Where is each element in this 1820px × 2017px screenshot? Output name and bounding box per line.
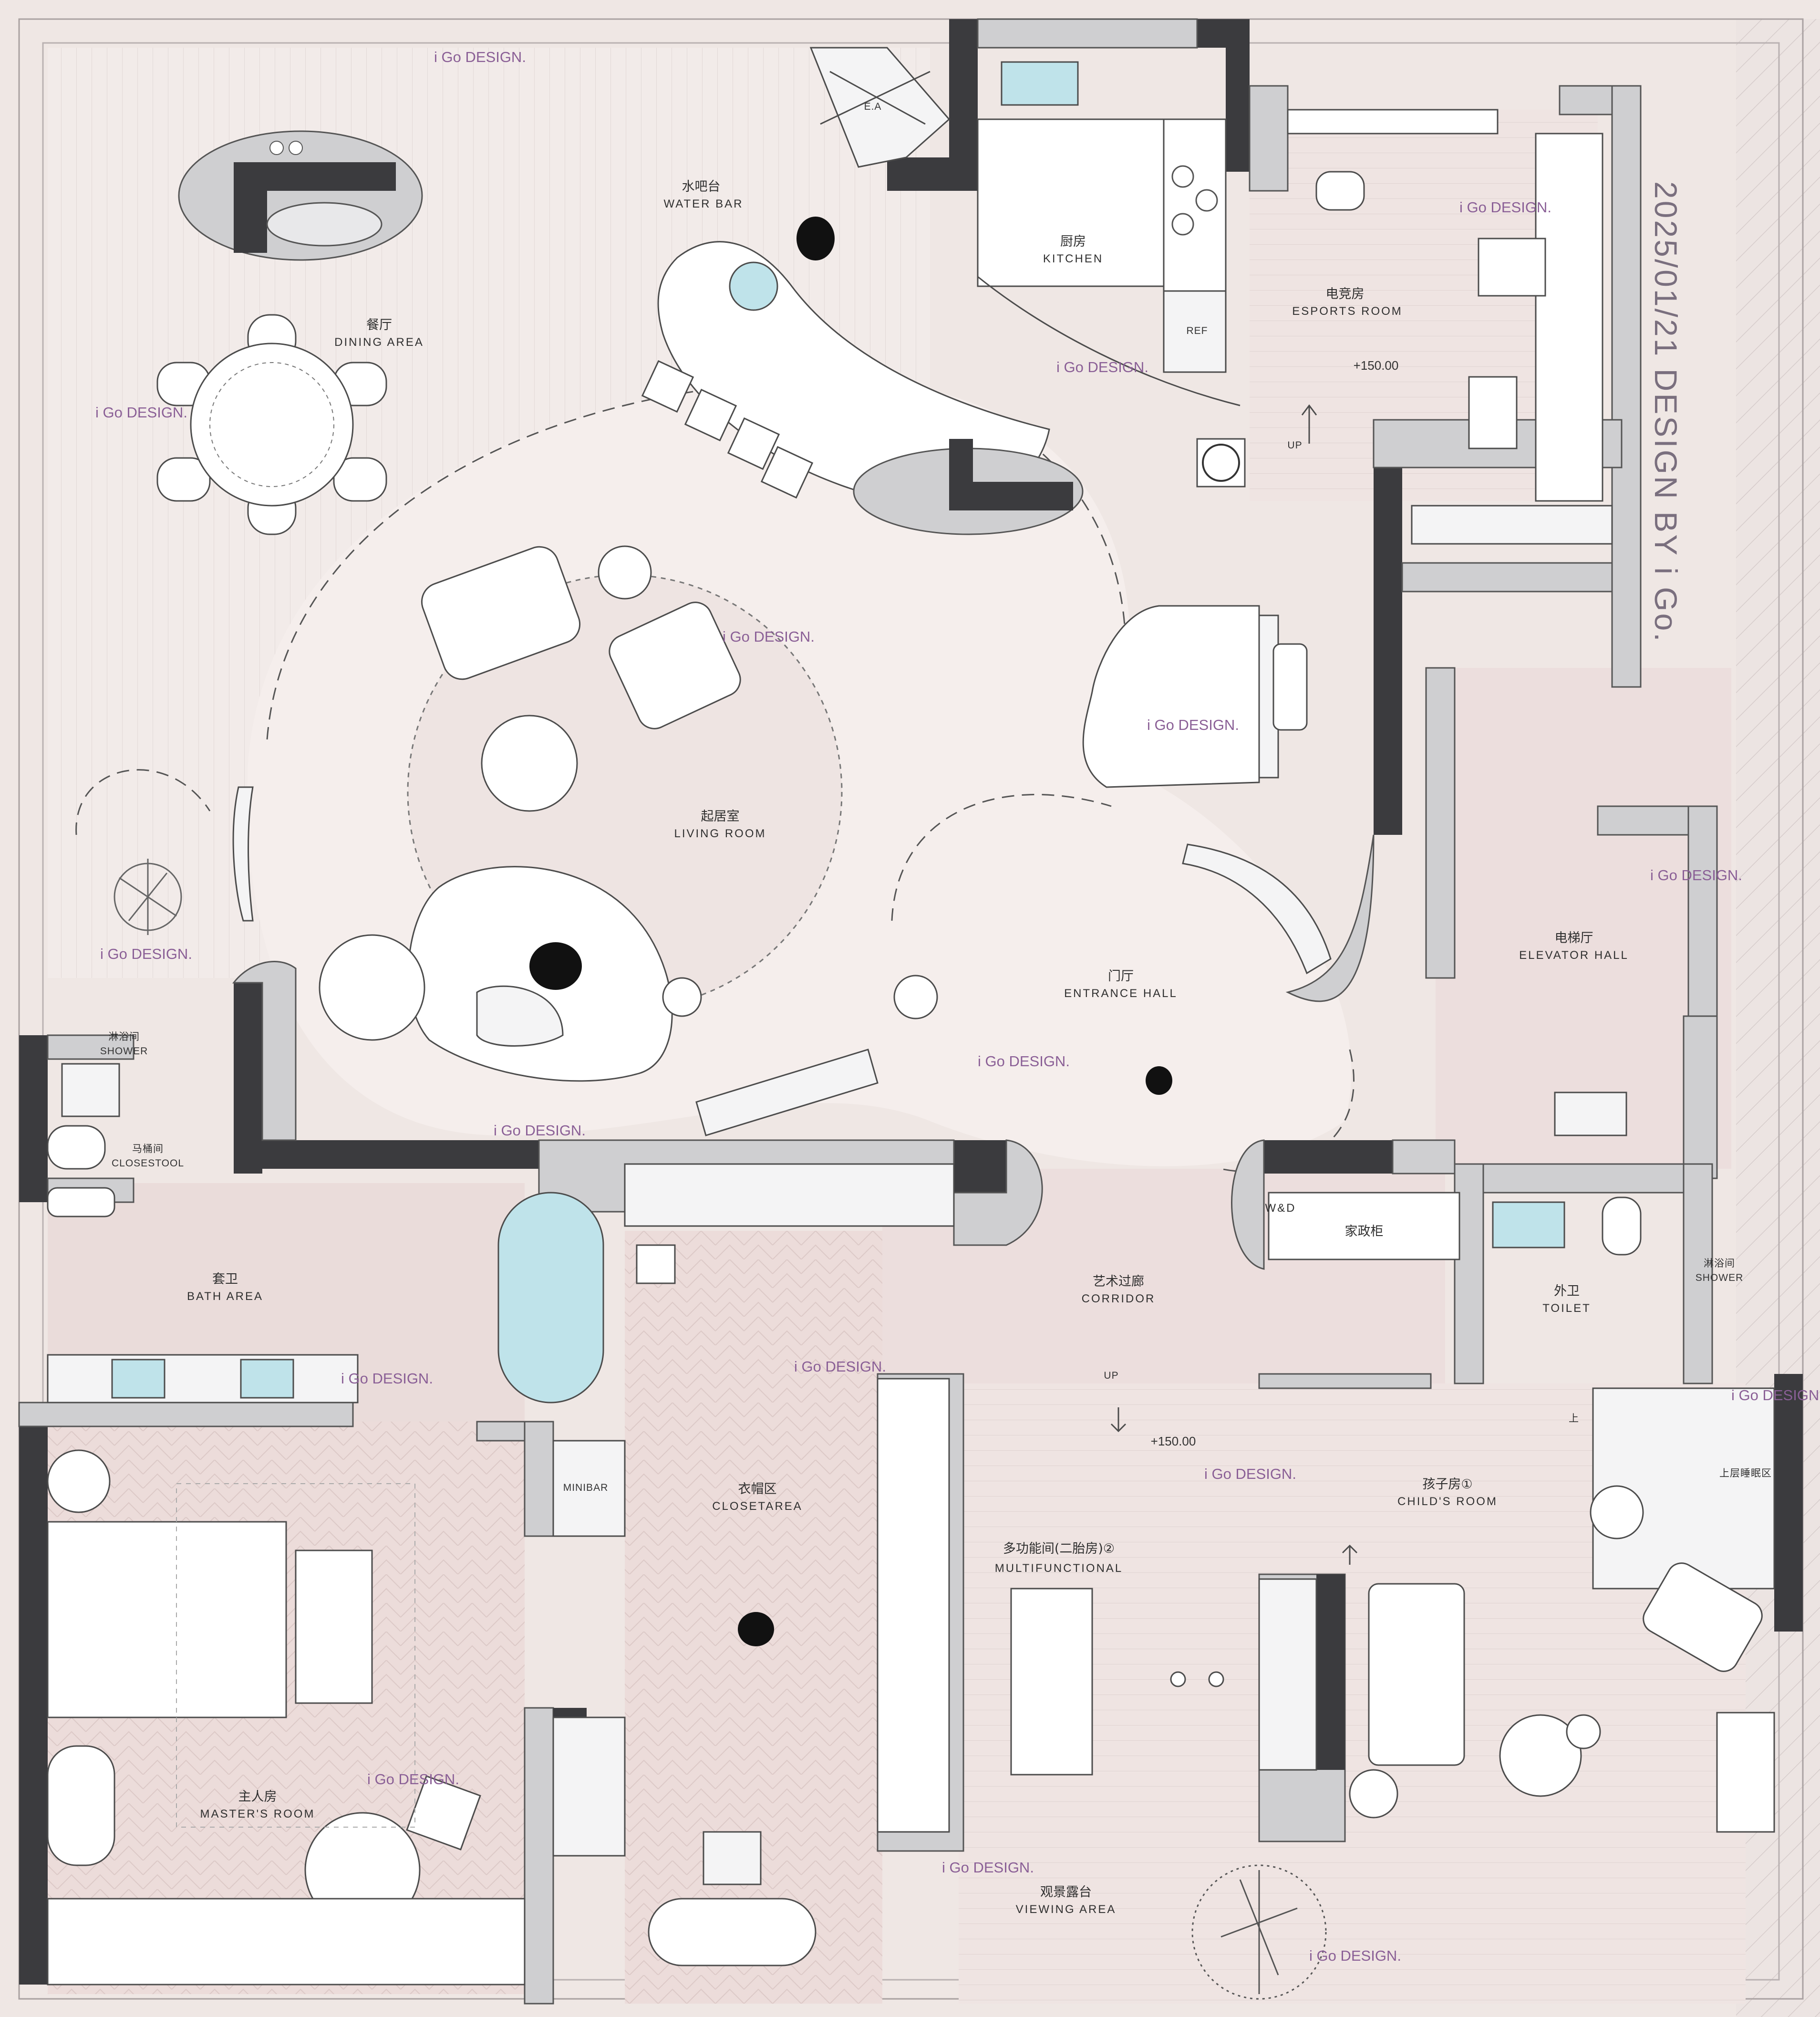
elevator-label-cn: 电梯厅 bbox=[1555, 931, 1593, 946]
closestool-label-en: CLOSESTOOL bbox=[112, 1158, 184, 1169]
toilet-fixtures bbox=[1268, 1092, 1642, 1260]
multi-furniture bbox=[1010, 1588, 1224, 1776]
svg-text:i Go DESIGN.: i Go DESIGN. bbox=[100, 946, 192, 962]
child-label-en: CHILD'S ROOM bbox=[1397, 1495, 1498, 1508]
svg-text:i Go DESIGN.: i Go DESIGN. bbox=[1309, 1947, 1401, 1964]
svg-text:i Go DESIGN.: i Go DESIGN. bbox=[434, 49, 526, 65]
dining-label-cn: 餐厅 bbox=[366, 318, 392, 333]
shower2-label-cn: 淋浴间 bbox=[1704, 1258, 1735, 1269]
svg-text:i Go DESIGN.: i Go DESIGN. bbox=[1147, 717, 1239, 733]
svg-text:i Go DESIGN.: i Go DESIGN. bbox=[1650, 867, 1742, 884]
elevator-floor bbox=[1436, 668, 1731, 1169]
svg-text:i Go DESIGN.: i Go DESIGN. bbox=[494, 1122, 586, 1139]
entrance-label-cn: 门厅 bbox=[1108, 969, 1134, 984]
svg-text:i Go DESIGN.: i Go DESIGN. bbox=[367, 1771, 459, 1788]
master-furniture bbox=[47, 1449, 526, 1986]
piano bbox=[1082, 605, 1308, 788]
multi-label-en: MULTIFUNCTIONAL bbox=[995, 1562, 1123, 1575]
esports-furniture bbox=[1196, 109, 1613, 545]
up-label-esports: UP bbox=[1287, 440, 1302, 451]
corridor-label-en: CORRIDOR bbox=[1082, 1292, 1156, 1305]
stairs-up-label: 上 bbox=[1569, 1413, 1579, 1424]
bath-label-en: BATH AREA bbox=[187, 1290, 263, 1303]
level-multi: +150.00 bbox=[1151, 1434, 1196, 1448]
water-bar bbox=[641, 241, 1084, 535]
child-label-cn: 孩子房① bbox=[1422, 1477, 1472, 1492]
bath-fixtures bbox=[47, 1063, 604, 1404]
toilet-label-cn: 外卫 bbox=[1554, 1284, 1580, 1299]
svg-text:i Go DESIGN.: i Go DESIGN. bbox=[1204, 1466, 1296, 1482]
svg-text:i Go DESIGN.: i Go DESIGN. bbox=[942, 1859, 1034, 1876]
wd-label: W&D bbox=[1265, 1202, 1296, 1215]
svg-text:i Go DESIGN.: i Go DESIGN. bbox=[978, 1053, 1070, 1070]
closet-furniture bbox=[552, 1163, 955, 1966]
closet-label-cn: 衣帽区 bbox=[738, 1482, 777, 1497]
svg-text:i Go DESIGN.: i Go DESIGN. bbox=[794, 1358, 886, 1375]
kitchen bbox=[809, 47, 1241, 406]
upper-sleep-label: 上层睡眠区 bbox=[1719, 1468, 1772, 1479]
svg-text:i Go DESIGN.: i Go DESIGN. bbox=[1056, 359, 1148, 375]
title: 2025/01/21 DESIGN BY i Go. bbox=[1648, 181, 1684, 644]
multi-label-cn: 多功能间(二胎房)② bbox=[1003, 1541, 1115, 1556]
waterbar-label-en: WATER BAR bbox=[663, 198, 743, 210]
master-label-en: MASTER'S ROOM bbox=[200, 1808, 315, 1820]
shower1-label-en: SHOWER bbox=[100, 1046, 148, 1057]
svg-text:i Go DESIGN.: i Go DESIGN. bbox=[95, 404, 187, 421]
living-label-en: LIVING ROOM bbox=[674, 827, 766, 840]
housekeeping-label: 家政柜 bbox=[1345, 1224, 1384, 1239]
elevator-label-en: ELEVATOR HALL bbox=[1519, 949, 1629, 962]
dining-label-en: DINING AREA bbox=[334, 336, 424, 349]
shower2-label-en: SHOWER bbox=[1696, 1272, 1744, 1283]
corridor-label-cn: 艺术过廊 bbox=[1093, 1274, 1144, 1289]
living-label-cn: 起居室 bbox=[701, 809, 740, 824]
kitchen-label-cn: 厨房 bbox=[1060, 234, 1086, 249]
entrance-label-en: ENTRANCE HALL bbox=[1064, 987, 1178, 1000]
waterbar-label-cn: 水吧台 bbox=[682, 179, 721, 194]
esports-label-en: ESPORTS ROOM bbox=[1292, 305, 1403, 318]
svg-text:i Go DESIGN.: i Go DESIGN. bbox=[723, 628, 815, 645]
ref-label: REF bbox=[1187, 325, 1208, 336]
closet-label-en: CLOSETAREA bbox=[712, 1500, 803, 1513]
toilet-label-en: TOILET bbox=[1542, 1302, 1591, 1315]
closestool-label-cn: 马桶间 bbox=[132, 1144, 164, 1154]
svg-text:i Go DESIGN.: i Go DESIGN. bbox=[1459, 199, 1551, 216]
master-label-cn: 主人房 bbox=[238, 1789, 277, 1804]
plant bbox=[114, 859, 182, 935]
minibar-label: MINIBAR bbox=[563, 1482, 609, 1493]
kitchen-label-en: KITCHEN bbox=[1043, 252, 1103, 265]
person-icon bbox=[529, 217, 1172, 1646]
child-furniture bbox=[1258, 1387, 1775, 1833]
shower1-label-cn: 淋浴间 bbox=[108, 1031, 140, 1042]
esports-label-cn: 电竞房 bbox=[1326, 287, 1365, 302]
viewing-label-en: VIEWING AREA bbox=[1016, 1903, 1117, 1916]
bath-label-cn: 套卫 bbox=[212, 1272, 238, 1287]
up-label-corridor: UP bbox=[1104, 1370, 1118, 1381]
svg-text:i Go DESIGN.: i Go DESIGN. bbox=[341, 1370, 433, 1387]
ea-label: E.A bbox=[864, 101, 882, 112]
viewing-label-cn: 观景露台 bbox=[1040, 1885, 1092, 1900]
svg-text:i Go DESIGN.: i Go DESIGN. bbox=[1731, 1387, 1820, 1404]
watermarks: i Go DESIGN. i Go DESIGN. i Go DESIGN. i… bbox=[95, 49, 1820, 1964]
dining-table bbox=[156, 314, 387, 535]
dining-island bbox=[178, 130, 423, 261]
tree bbox=[1191, 1864, 1327, 2000]
level-esports: +150.00 bbox=[1354, 358, 1399, 373]
